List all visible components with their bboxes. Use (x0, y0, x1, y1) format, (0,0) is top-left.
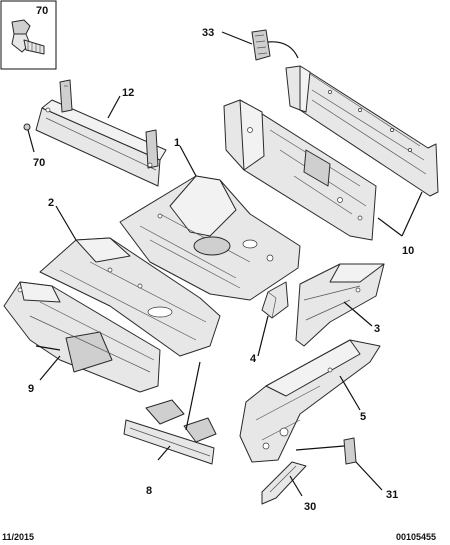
part-10-rear-panel-upper (285, 65, 439, 197)
footer-ref: 00105455 (396, 532, 436, 542)
part-1-rear-floor (119, 175, 301, 301)
callout-2: 2 (48, 197, 54, 209)
callout-31: 31 (386, 489, 398, 501)
part-8-front-crossmember (123, 399, 217, 465)
part-30-bracket (261, 461, 307, 505)
callout-4: 4 (250, 353, 257, 365)
callout-3: 3 (374, 323, 380, 335)
callout-1: 1 (174, 137, 180, 149)
callout-70-inset: 70 (36, 5, 48, 17)
callout-70: 70 (33, 157, 45, 169)
part-2-central-floor (39, 237, 221, 357)
part-4-bracket (261, 281, 289, 319)
bolt-inset: 70 (0, 0, 57, 70)
part-12-crossmember (35, 79, 167, 187)
footer-date: 11/2015 (2, 532, 34, 542)
callout-12: 12 (122, 87, 134, 99)
screw-70 (23, 123, 31, 131)
part-33-clip (251, 29, 271, 61)
callout-5: 5 (360, 411, 366, 423)
part-10-rear-panel-lower (223, 99, 377, 241)
bolt-icon (11, 19, 45, 55)
callout-8: 8 (146, 485, 152, 497)
callout-33: 33 (202, 27, 214, 39)
part-31-bracket (343, 437, 357, 465)
callout-9: 9 (28, 383, 34, 395)
part-5-side-member (239, 339, 381, 463)
callout-30: 30 (304, 501, 316, 513)
part-3-wheelarch (295, 263, 385, 347)
part-9-front-floor (3, 281, 161, 393)
callout-10: 10 (402, 245, 414, 257)
leader-lines (27, 31, 423, 497)
